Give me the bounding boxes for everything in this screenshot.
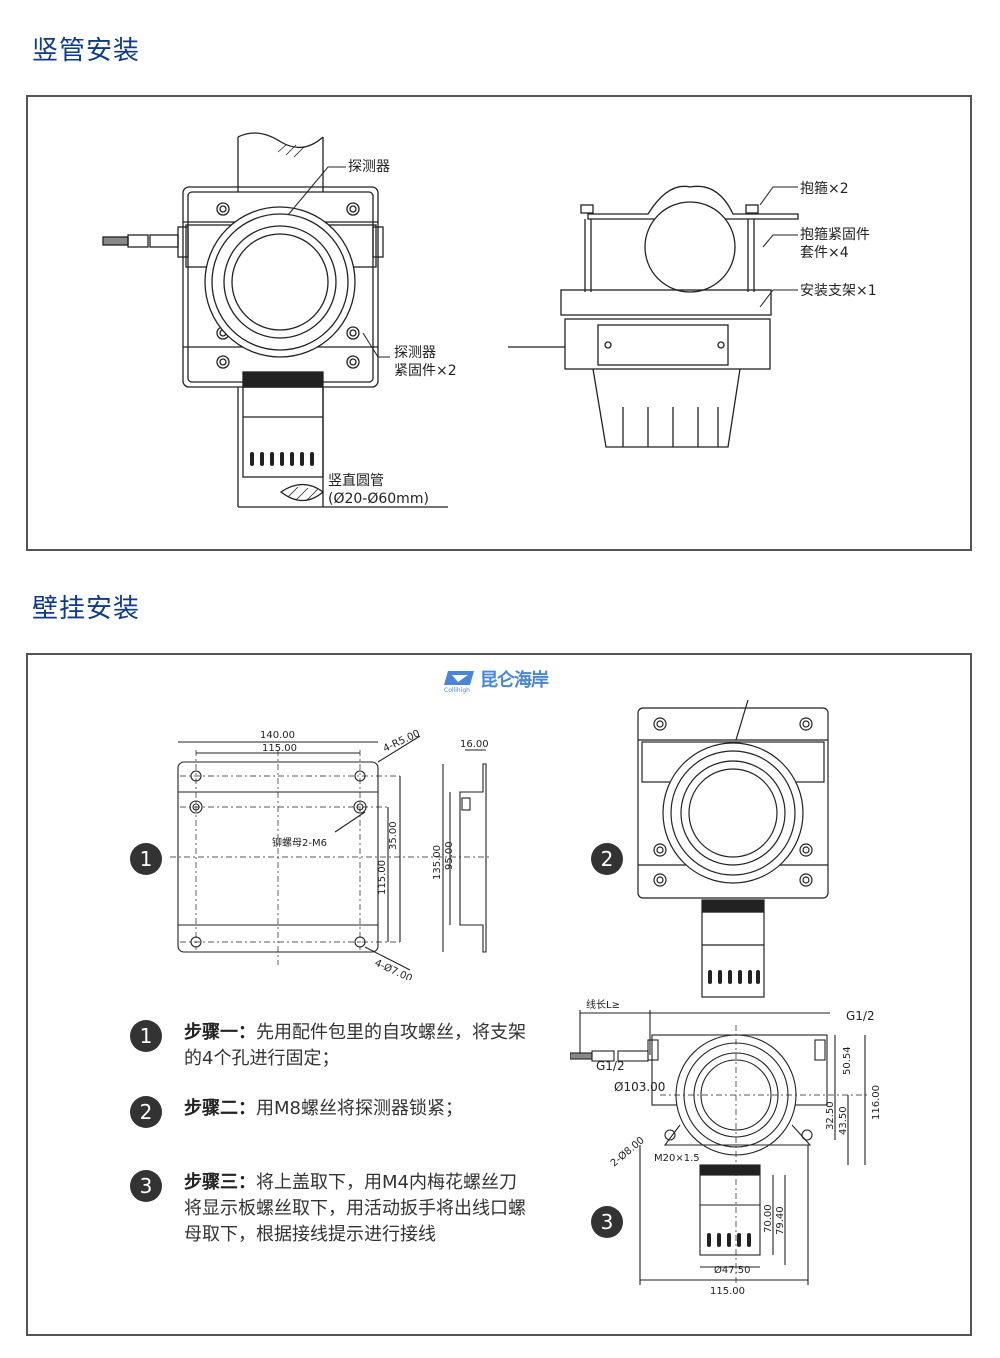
- dim-43-50: 43.50: [838, 1106, 849, 1135]
- dim-g12-right: G1/2: [846, 1009, 875, 1023]
- figure-badge-1: 1: [130, 843, 162, 875]
- dim-115-bottom: 115.00: [710, 1286, 745, 1297]
- figure-badge-3: 3: [591, 1206, 623, 1238]
- label-detector: 探测器: [348, 159, 390, 175]
- dim-d103: Ø103.00: [614, 1080, 665, 1094]
- dim-g12-left: G1/2: [596, 1059, 625, 1073]
- mount-bracket: [560, 289, 772, 316]
- dim-d47-50: Ø47.50: [714, 1264, 751, 1276]
- screw-icons: [216, 202, 360, 369]
- section-title-vertical-pipe: 竖管安装: [32, 36, 141, 66]
- label-bracket: 安装支架×1: [800, 283, 877, 299]
- step-2-text: 用M8螺丝将探测器锁紧；: [256, 1098, 463, 1119]
- detector-body: [204, 206, 356, 358]
- dim-50-54: 50.54: [842, 1046, 853, 1075]
- label-detector-fastener-2: 紧固件×2: [394, 363, 457, 379]
- dim-16: 16.00: [460, 739, 489, 750]
- label-detector-fastener-1: 探测器: [394, 345, 436, 361]
- dim-116: 116.00: [871, 1085, 882, 1120]
- logo-text: 昆仑海岸: [480, 670, 549, 691]
- step-3-title: 步骤三：: [184, 1172, 256, 1193]
- dim-135: 135.00: [432, 845, 443, 880]
- brand-logo: Collihigh 昆仑海岸: [444, 666, 549, 694]
- step-badge-1: 1: [130, 1020, 162, 1052]
- dim-35: 35.00: [388, 821, 399, 850]
- section-title-wall-mount: 壁挂安装: [32, 594, 141, 624]
- detector-dim-drawing: 线长L≥ G1/2 G1/2 Ø103.00 50.54 32.50 43.50…: [570, 998, 882, 1297]
- logo-mark-icon: Collihigh: [444, 669, 478, 694]
- label-clamp-fastener-1: 抱箍紧固件: [800, 226, 870, 243]
- dim-140: 140.00: [260, 730, 295, 741]
- dim-115-top: 115.00: [262, 743, 297, 754]
- step-1-text: 先用配件包里的自攻螺丝，将支架的4个孔进行固定；: [184, 1022, 526, 1069]
- dim-115-side: 115.00: [377, 860, 388, 895]
- side-view: [508, 185, 799, 448]
- dim-cable-length: 线长L≥: [586, 998, 620, 1011]
- label-clamp-fastener-2: 套件×4: [800, 245, 849, 261]
- step-badge-2: 2: [130, 1096, 162, 1128]
- dim-79-40: 79.40: [775, 1206, 786, 1235]
- label-pipe-1: 竖直圆管: [328, 472, 384, 489]
- vertical-pipe-panel: 探测器 探测器 紧固件×2 竖直圆管 (Ø20-Ø60mm) 抱箍×2 抱箍紧固…: [26, 95, 972, 551]
- dim-32-50: 32.50: [825, 1101, 836, 1130]
- dim-70: 70.00: [763, 1204, 774, 1233]
- pipe-top: [237, 132, 324, 192]
- logo-sub: Collihigh: [444, 687, 470, 694]
- dim-95: 95.00: [444, 841, 455, 870]
- label-pipe-2: (Ø20-Ø60mm): [328, 491, 429, 507]
- label-clamp: 抱箍×2: [800, 180, 849, 197]
- bracket-drawing: 140.00 115.00 4-R5.00 16.00 铆螺母2-M6 35.0…: [170, 728, 490, 980]
- step-1-title: 步骤一：: [184, 1022, 256, 1043]
- detector-front-drawing: [637, 700, 829, 998]
- dim-r5: 4-R5.00: [382, 728, 422, 755]
- step-3-text: 将上盖取下，用M4内梅花螺丝刀将显示板螺丝取下，用活动扳手将出线口螺母取下，根据…: [184, 1172, 526, 1245]
- step-3: 3 步骤三：将上盖取下，用M4内梅花螺丝刀将显示板螺丝取下，用活动扳手将出线口螺…: [130, 1170, 530, 1248]
- step-1: 1 步骤一：先用配件包里的自攻螺丝，将支架的4个孔进行固定；: [130, 1020, 530, 1072]
- label-nut: 铆螺母2-M6: [272, 836, 327, 849]
- cable: [102, 234, 179, 248]
- step-2-title: 步骤二：: [184, 1098, 256, 1119]
- dim-hole8: 2-Ø8.00: [608, 1134, 646, 1169]
- dim-m20: M20×1.5: [654, 1153, 700, 1164]
- step-badge-3: 3: [130, 1170, 162, 1202]
- figure-badge-2: 2: [591, 843, 623, 875]
- vertical-pipe-diagram: 探测器 探测器 紧固件×2 竖直圆管 (Ø20-Ø60mm) 抱箍×2 抱箍紧固…: [102, 132, 877, 508]
- wall-mount-panel: [26, 653, 972, 1336]
- step-2: 2 步骤二：用M8螺丝将探测器锁紧；: [130, 1096, 530, 1128]
